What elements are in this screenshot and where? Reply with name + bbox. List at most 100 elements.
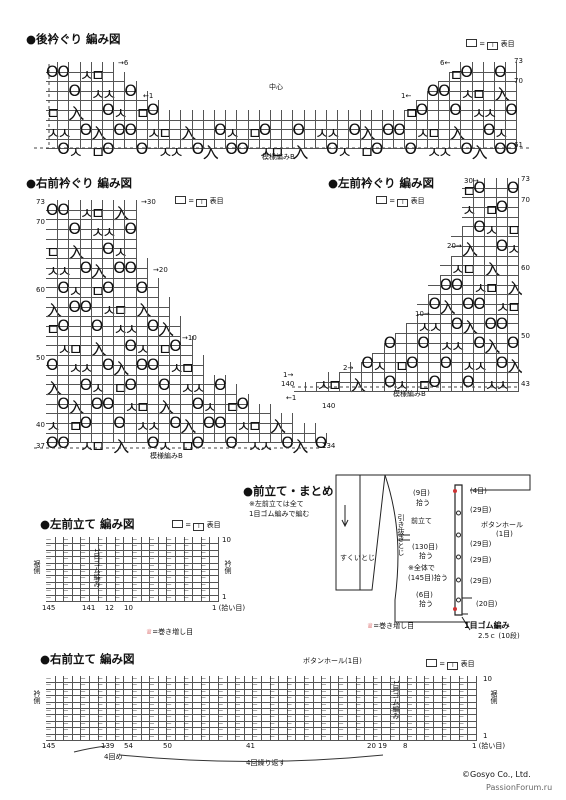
chart-cell: [113, 248, 126, 260]
band-cell: —: [321, 727, 331, 735]
band-cell: [123, 575, 133, 583]
band-cell: [140, 537, 151, 545]
band-cell: [450, 688, 460, 697]
band-cell: —: [132, 549, 142, 558]
chart-cell: [90, 326, 103, 337]
band-cell: [381, 695, 391, 703]
band-cell: [312, 727, 323, 735]
chart-cell: [169, 316, 182, 328]
band-cell: —: [372, 682, 383, 690]
band-cell: [381, 676, 391, 684]
chart-cell: [426, 90, 439, 102]
chart-cell: [482, 129, 495, 140]
band-cell: [71, 701, 82, 709]
band-cell: —: [424, 695, 434, 703]
rband-c41: 41: [246, 742, 255, 750]
chart-cell: [473, 226, 486, 238]
band-cell: —: [63, 688, 73, 697]
lband-side-right: 衿側: [224, 560, 232, 574]
band-cell: —: [80, 594, 90, 602]
band-cell: [89, 733, 99, 741]
band-cell: —: [166, 569, 176, 577]
band-cell: —: [424, 676, 434, 684]
band-cell: —: [63, 701, 73, 709]
band-cell: [295, 676, 305, 684]
band-cell: [54, 562, 65, 570]
band-cell: [89, 727, 99, 735]
chart-cell: [180, 110, 193, 121]
band-cell: [192, 569, 202, 577]
band-cell: [140, 708, 151, 716]
band-cell: —: [132, 701, 142, 709]
band-cell: —: [166, 594, 176, 602]
band-cell: —: [372, 676, 383, 684]
left-pattern-label: 模様編みB: [393, 390, 426, 398]
chart-cell: [79, 90, 92, 102]
band-cell: [381, 701, 391, 709]
chart-cell: [90, 209, 103, 221]
band-cell: —: [97, 714, 108, 722]
chart-cell: [68, 62, 81, 73]
band-cell: [175, 701, 185, 709]
band-cell: —: [114, 701, 125, 709]
band-cell: —: [321, 733, 331, 741]
band-cell: —: [200, 556, 211, 564]
chart-cell: [57, 229, 70, 240]
band-cell: —: [63, 569, 73, 577]
band-cell: [364, 733, 374, 741]
chart-cell: [79, 219, 92, 231]
chart-cell: [113, 90, 126, 102]
band-cell: —: [166, 688, 176, 697]
band-cell: [157, 695, 168, 703]
chart-cell: [348, 129, 361, 140]
assembly-wrap-note: ♕=巻き増し目: [367, 623, 414, 630]
band-cell: —: [183, 676, 194, 684]
chart-cell: [506, 226, 519, 238]
band-cell: [398, 733, 409, 741]
band-cell: —: [80, 556, 90, 564]
lband-c1: 1 (拾い目): [212, 604, 246, 612]
chart-cell: [124, 297, 137, 308]
band-cell: [140, 727, 151, 735]
chart-cell: [90, 248, 103, 260]
band-cell: —: [132, 569, 142, 577]
chart-cell: [146, 129, 159, 140]
band-cell: [157, 575, 168, 583]
band-cell: [209, 549, 219, 558]
band-cell: [157, 549, 168, 558]
right-row-50: 50: [36, 354, 45, 362]
chart-cell: [225, 413, 238, 425]
chart-cell: [348, 138, 361, 150]
chart-cell: [494, 129, 507, 140]
chart-cell: [370, 129, 383, 140]
chart-cell: [495, 275, 508, 286]
band-cell: [192, 575, 202, 583]
band-cell: —: [149, 556, 159, 564]
band-cell: [175, 549, 185, 558]
band-cell: —: [97, 581, 108, 590]
band-cell: [157, 720, 168, 729]
chart-cell: [236, 119, 249, 131]
chart-cell: [113, 306, 126, 318]
band-cell: [347, 676, 357, 684]
lband-r10: 10: [222, 536, 231, 544]
chart-cell: [404, 110, 417, 121]
right-row-40: 40: [36, 421, 45, 429]
chart-cell: [314, 138, 327, 150]
band-cell: [192, 537, 202, 545]
band-cell: —: [321, 714, 331, 722]
band-cell: —: [166, 676, 176, 684]
chart-cell: [450, 304, 463, 315]
chart-cell: [146, 384, 159, 395]
chart-cell: [158, 384, 171, 395]
chart-cell: [146, 297, 159, 308]
band-cell: [123, 701, 133, 709]
chart-cell: [57, 110, 70, 121]
chart-cell: [439, 342, 452, 354]
band-cell: —: [149, 594, 159, 602]
chart-cell: [383, 352, 396, 364]
shoulder-line: [360, 474, 531, 491]
chart-cell: [438, 110, 451, 121]
chart-cell: [57, 238, 70, 250]
chart-cell: [124, 90, 137, 102]
